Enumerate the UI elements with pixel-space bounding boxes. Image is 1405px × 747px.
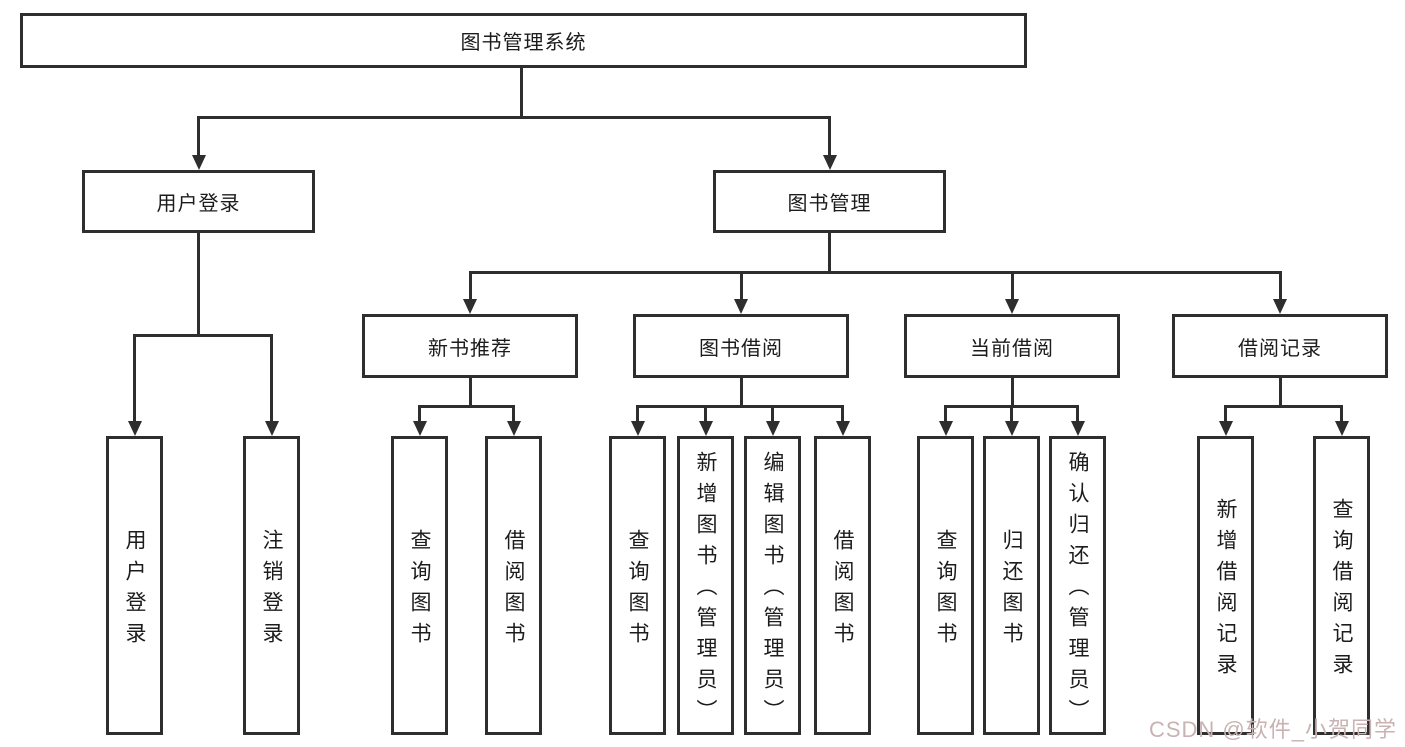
arrow-down-icon <box>765 421 780 436</box>
node-user-login-branch: 用户登录 <box>82 170 315 233</box>
node-book-borrowing: 图书借阅 <box>633 314 849 378</box>
arrow-down-icon <box>412 421 427 436</box>
connector-line <box>1076 407 1079 422</box>
arrow-down-icon <box>1070 421 1085 436</box>
arrow-down-icon <box>463 299 477 314</box>
arrow-down-icon <box>1005 299 1019 314</box>
leaf-add-books-admin: 新增图书（管理员） <box>677 436 734 735</box>
leaf-add-borrow-record: 新增借阅记录 <box>1197 436 1254 735</box>
leaf-logout: 注销登录 <box>243 436 300 735</box>
connector-line <box>1224 407 1227 422</box>
connector-line <box>636 407 639 422</box>
arrow-down-icon <box>264 421 279 436</box>
arrow-down-icon <box>822 155 837 170</box>
arrow-down-icon <box>1004 421 1019 436</box>
leaf-confirm-return-admin: 确认归还（管理员） <box>1049 436 1106 735</box>
connector-line <box>520 68 523 118</box>
arrow-down-icon <box>127 421 142 436</box>
arrow-down-icon <box>1218 421 1233 436</box>
connector-line <box>197 233 200 336</box>
arrow-down-icon <box>506 421 521 436</box>
connector-line <box>1010 273 1014 300</box>
connector-line <box>704 407 707 422</box>
connector-line <box>828 233 831 274</box>
connector-line <box>1278 378 1282 408</box>
node-current-borrowing: 当前借阅 <box>904 314 1120 378</box>
connector-line <box>1278 273 1282 300</box>
connector-line <box>133 336 136 422</box>
arrow-down-icon <box>191 155 206 170</box>
node-borrowing-records: 借阅记录 <box>1172 314 1388 378</box>
connector-line <box>1340 407 1343 422</box>
connector-line <box>841 407 844 422</box>
connector-line <box>133 333 273 337</box>
connector-line <box>944 405 1079 408</box>
connector-line <box>944 407 947 422</box>
connector-line <box>270 336 273 422</box>
connector-line <box>739 273 743 300</box>
connector-line <box>739 378 743 408</box>
connector-line <box>1010 407 1013 422</box>
arrow-down-icon <box>734 299 748 314</box>
node-book-management-branch: 图书管理 <box>713 170 946 233</box>
connector-line <box>197 118 200 156</box>
leaf-return-books: 归还图书 <box>983 436 1040 735</box>
connector-line <box>1224 405 1343 408</box>
leaf-query-books-current: 查询图书 <box>917 436 974 735</box>
node-new-book-recommendation: 新书推荐 <box>362 314 578 378</box>
connector-line <box>197 115 831 119</box>
leaf-borrow-books: 借阅图书 <box>814 436 871 735</box>
node-library-management-system: 图书管理系统 <box>20 13 1027 68</box>
connector-line <box>1010 378 1014 408</box>
connector-line <box>468 378 472 408</box>
arrow-down-icon <box>1334 421 1349 436</box>
leaf-borrow-books-recommend: 借阅图书 <box>485 436 542 735</box>
connector-line <box>771 407 774 422</box>
leaf-user-login: 用户登录 <box>106 436 163 735</box>
leaf-query-borrow-record: 查询借阅记录 <box>1313 436 1370 735</box>
leaf-edit-books-admin: 编辑图书（管理员） <box>744 436 801 735</box>
csdn-watermark: CSDN @软件_小贺同学 <box>1148 717 1397 742</box>
leaf-query-books-recommend: 查询图书 <box>391 436 448 735</box>
leaf-query-books-borrow: 查询图书 <box>609 436 666 735</box>
connector-line <box>468 273 472 300</box>
arrow-down-icon <box>835 421 850 436</box>
connector-line <box>828 118 831 156</box>
arrow-down-icon <box>938 421 953 436</box>
connector-line <box>418 405 515 408</box>
arrow-down-icon <box>698 421 713 436</box>
connector-line <box>512 407 515 422</box>
arrow-down-icon <box>630 421 645 436</box>
connector-line <box>636 405 844 408</box>
connector-line <box>468 271 1282 274</box>
connector-line <box>418 407 421 422</box>
arrow-down-icon <box>1273 299 1287 314</box>
